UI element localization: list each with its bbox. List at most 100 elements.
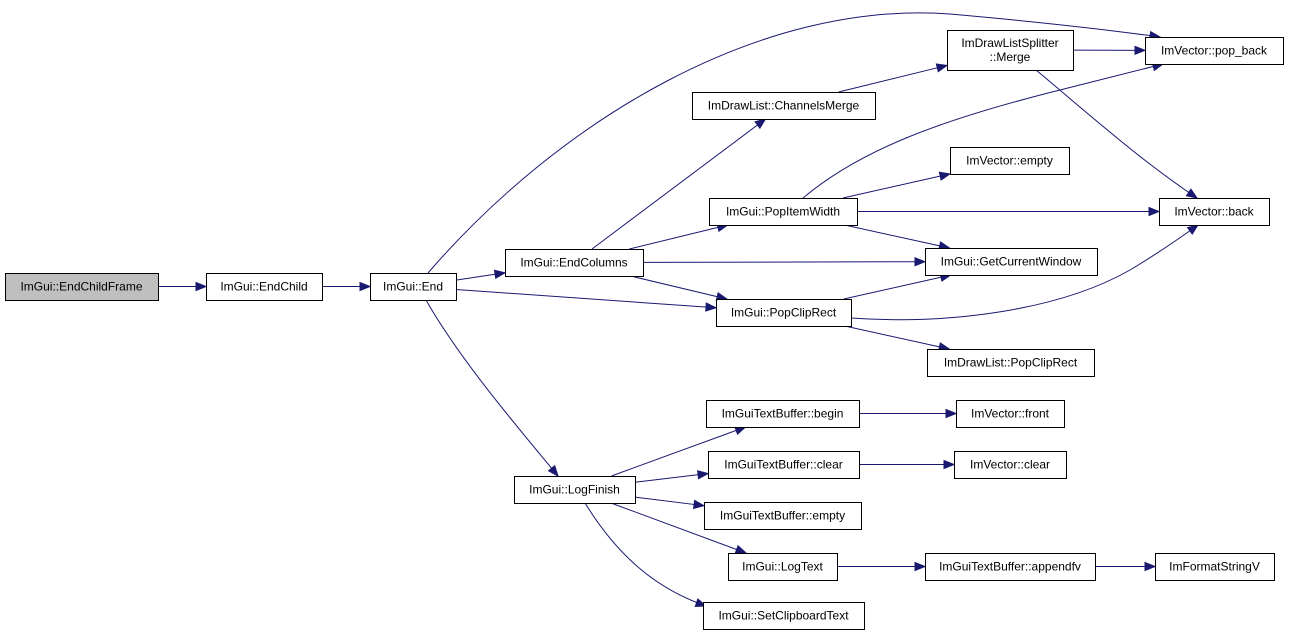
node-end[interactable]: ImGui::End: [370, 273, 457, 301]
node-popitemwidth[interactable]: ImGui::PopItemWidth: [709, 198, 858, 226]
edge-line: [634, 496, 705, 507]
node-box[interactable]: [925, 248, 1098, 276]
edge-tbclear-to-vecclear: [859, 459, 956, 470]
node-tbappendfv[interactable]: ImGuiTextBuffer::appendfv: [925, 553, 1096, 581]
edge-endchildframe-to-endchild: [158, 281, 208, 292]
node-label: ImVector::empty: [966, 154, 1053, 168]
edge-splittermerge-to-vecpopback: [1072, 45, 1147, 56]
node-box[interactable]: [370, 273, 457, 301]
edge-arrowhead: [1134, 45, 1147, 56]
edge-logfinish-to-tbclear: [634, 470, 710, 483]
node-label: ImGuiTextBuffer::empty: [720, 509, 845, 523]
node-channelsmerge[interactable]: ImDrawList::ChannelsMerge: [692, 92, 876, 120]
node-vecclear[interactable]: ImVector::clear: [954, 451, 1067, 479]
node-label: ImVector::pop_back: [1161, 44, 1268, 58]
node-label: ImGui::EndChild: [220, 280, 307, 294]
node-box[interactable]: [514, 476, 636, 504]
node-vecfront[interactable]: ImVector::front: [956, 400, 1065, 428]
node-box[interactable]: [692, 92, 876, 120]
edge-line: [591, 118, 766, 250]
edge-arrowhead: [1144, 561, 1157, 572]
node-popcliprect[interactable]: ImGui::PopClipRect: [716, 299, 852, 327]
node-label: ImVector::front: [971, 407, 1050, 421]
edge-endcolumns-to-channelsmerge: [591, 118, 767, 250]
node-formatstringv[interactable]: ImFormatStringV: [1155, 553, 1275, 581]
node-box[interactable]: [947, 30, 1074, 71]
node-box[interactable]: [1159, 198, 1270, 226]
edge-line: [425, 299, 559, 477]
node-label: ImGui::EndColumns: [520, 256, 627, 270]
edge-arrowhead: [943, 459, 956, 470]
edge-line: [611, 426, 746, 477]
node-box[interactable]: [703, 602, 865, 630]
edge-end-to-popcliprect: [455, 289, 718, 312]
node-label: ImGuiTextBuffer::clear: [724, 458, 843, 472]
node-box[interactable]: [954, 451, 1067, 479]
edge-arrowhead: [754, 118, 767, 130]
node-vecpopback[interactable]: ImVector::pop_back: [1145, 37, 1284, 65]
edge-line: [1035, 69, 1198, 199]
edge-end-to-endcolumns: [455, 269, 507, 281]
edge-splittermerge-to-vecback: [1035, 69, 1199, 199]
edge-arrowhead: [493, 269, 507, 280]
node-endchild[interactable]: ImGui::EndChild: [206, 273, 323, 301]
edge-line: [427, 12, 1161, 274]
node-label: ImGui::PopItemWidth: [726, 205, 840, 219]
node-getcurrentwindow[interactable]: ImGui::GetCurrentWindow: [925, 248, 1098, 276]
node-label: ImVector::clear: [970, 458, 1050, 472]
node-logtext[interactable]: ImGui::LogText: [728, 553, 838, 581]
node-box[interactable]: [1155, 553, 1275, 581]
node-box[interactable]: [728, 553, 838, 581]
node-box[interactable]: [956, 400, 1065, 428]
edge-popitemwidth-to-vecback: [857, 206, 1161, 217]
edges-layer: [158, 12, 1200, 608]
node-endchildframe[interactable]: ImGui::EndChildFrame: [5, 273, 159, 301]
node-label: ImGuiTextBuffer::begin: [722, 407, 844, 421]
node-dlpopcliprect[interactable]: ImDrawList::PopClipRect: [927, 349, 1095, 377]
node-setclipboardtext[interactable]: ImGui::SetClipboardText: [703, 602, 865, 630]
node-box[interactable]: [5, 273, 159, 301]
node-box[interactable]: [704, 502, 862, 530]
node-box[interactable]: [927, 349, 1095, 377]
node-tbclear[interactable]: ImGuiTextBuffer::clear: [708, 451, 860, 479]
edge-line: [844, 224, 950, 249]
node-vecempty[interactable]: ImVector::empty: [950, 147, 1070, 175]
edge-logfinish-to-setclipboardtext: [584, 502, 708, 608]
node-vecback[interactable]: ImVector::back: [1159, 198, 1270, 226]
node-label: ImGui::LogText: [742, 560, 823, 574]
node-box[interactable]: [709, 198, 858, 226]
edge-popitemwidth-to-vecpopback: [802, 62, 1165, 199]
node-box[interactable]: [206, 273, 323, 301]
edge-arrowhead: [734, 544, 748, 554]
edge-line: [842, 173, 951, 199]
edge-arrowhead: [697, 470, 710, 480]
node-box[interactable]: [505, 249, 644, 277]
edge-popcliprect-to-vecback: [850, 224, 1200, 321]
edge-line: [850, 224, 1199, 321]
node-logfinish[interactable]: ImGui::LogFinish: [514, 476, 636, 504]
edge-logtext-to-tbappendfv: [837, 561, 927, 572]
node-box[interactable]: [950, 147, 1070, 175]
edge-arrowhead: [938, 171, 952, 181]
edge-logfinish-to-tbempty: [634, 496, 706, 510]
edge-line: [455, 289, 717, 309]
node-box[interactable]: [1145, 37, 1284, 65]
node-splittermerge[interactable]: ImDrawListSplitter::Merge: [947, 30, 1074, 71]
node-box[interactable]: [925, 553, 1096, 581]
edge-end-to-logfinish: [425, 299, 559, 478]
node-tbempty[interactable]: ImGuiTextBuffer::empty: [704, 502, 862, 530]
node-box[interactable]: [716, 299, 852, 327]
edge-arrowhead: [1185, 188, 1199, 199]
node-tbbegin[interactable]: ImGuiTextBuffer::begin: [706, 400, 860, 428]
node-label: ImGui::GetCurrentWindow: [941, 255, 1082, 269]
edge-arrowhead: [692, 499, 706, 510]
node-endcolumns[interactable]: ImGui::EndColumns: [505, 249, 644, 277]
node-box[interactable]: [706, 400, 860, 428]
edge-arrowhead: [195, 281, 208, 292]
edge-endchild-to-end: [322, 281, 372, 292]
node-label: ImGui::PopClipRect: [731, 306, 837, 320]
node-box[interactable]: [708, 451, 860, 479]
node-label: ImDrawList::PopClipRect: [944, 356, 1078, 370]
edge-channelsmerge-to-splittermerge: [838, 63, 949, 93]
